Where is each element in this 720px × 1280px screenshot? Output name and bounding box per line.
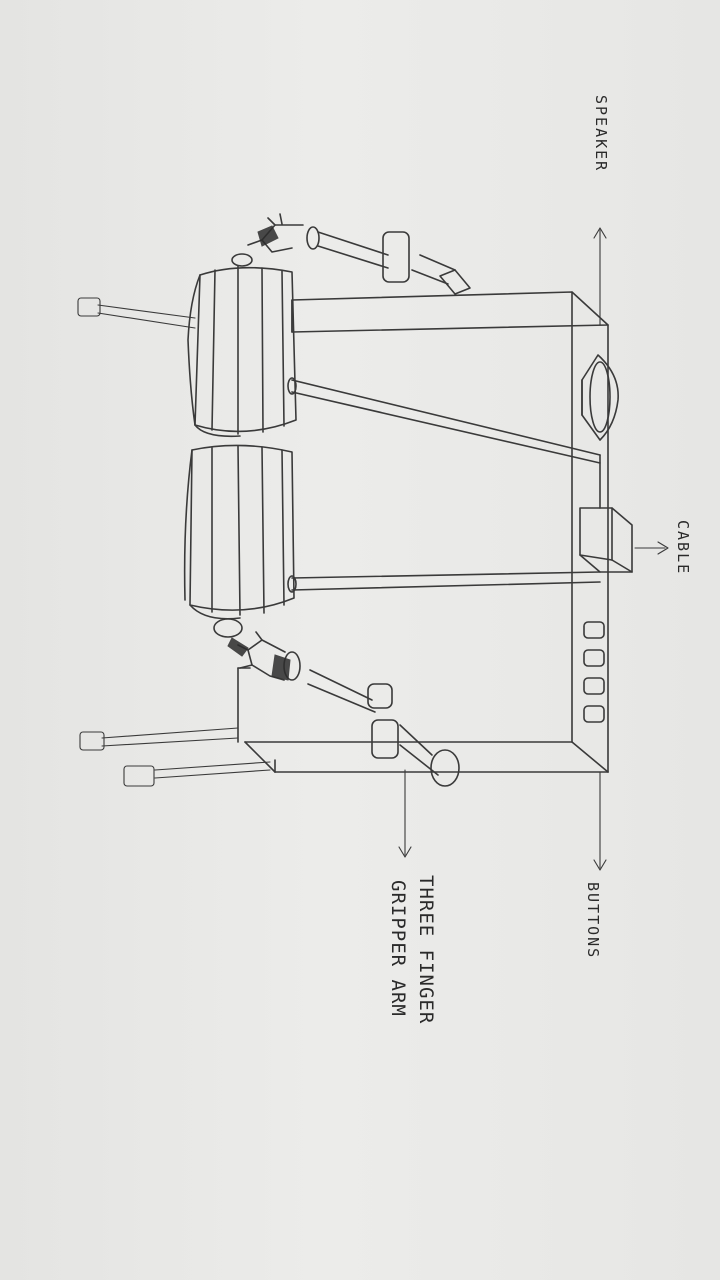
cable-box [580,455,632,572]
label-buttons: BUTTONS [584,882,602,959]
support-rods [288,378,600,592]
arm-upper [232,214,470,294]
leg-bottom-2 [124,762,270,786]
annotation-arrows [399,228,668,870]
leg-top [78,298,195,328]
cylinder-bottom [185,445,294,618]
label-gripper-line2: GRIPPER ARM [387,880,409,1017]
label-speaker: SPEAKER [592,95,610,172]
lower-block [238,668,275,772]
label-cable: CABLE [674,520,692,575]
cylinder-top [188,266,296,436]
label-gripper-line1: THREE FINGER [415,875,437,1024]
leg-bottom-1 [80,728,238,750]
speaker [582,355,618,440]
buttons-panel [584,622,604,722]
gripper-arm [214,619,459,786]
main-body [245,292,608,772]
